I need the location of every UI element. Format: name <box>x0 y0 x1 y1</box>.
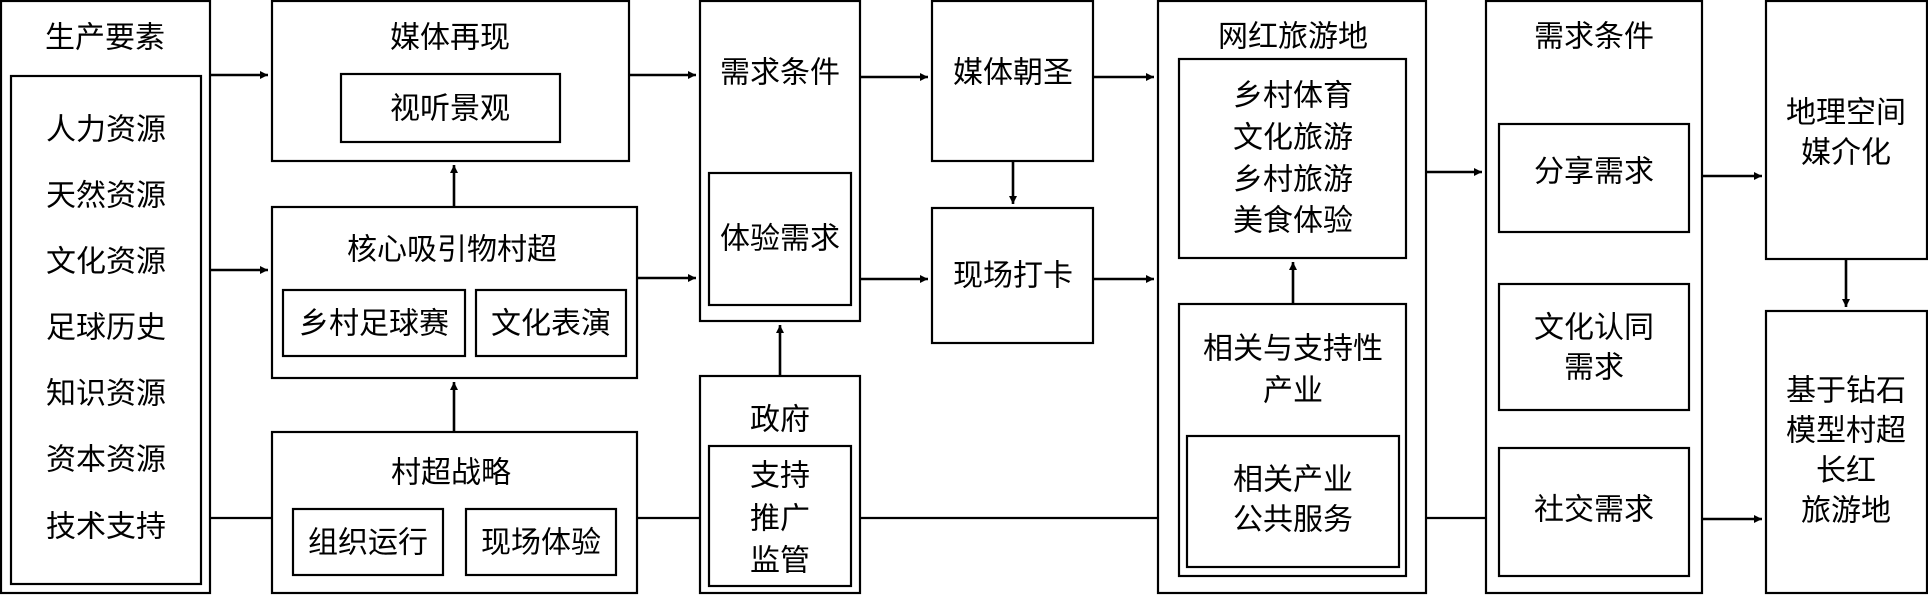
factor-item: 人力资源 <box>46 113 166 148</box>
tourism-type-item: 乡村体育 <box>1233 79 1353 114</box>
final-destination-line: 模型村超 <box>1786 414 1906 449</box>
media-pilgrimage-group: 媒体朝圣 <box>930 0 1095 163</box>
cultural-identity-line: 需求 <box>1564 351 1624 386</box>
social-demand-box <box>1497 446 1691 578</box>
final-destination-box <box>1764 309 1928 595</box>
cultural-identity-box <box>1497 282 1691 412</box>
related-services-box <box>1185 434 1401 569</box>
related-services-line: 相关产业 <box>1233 463 1353 498</box>
audiovisual-landscape-label: 视听景观 <box>390 92 510 127</box>
sharing-demand-box <box>1497 122 1691 234</box>
organization-operation-label: 组织运行 <box>308 526 428 561</box>
government-role: 监管 <box>750 544 810 579</box>
production-factors-group: 生产要素 人力资源 天然资源 文化资源 足球历史 知识资源 资本资源 技术支持 <box>0 0 212 595</box>
related-industries-title-line: 产业 <box>1263 374 1323 409</box>
rural-football-label: 乡村足球赛 <box>299 307 449 342</box>
experience-demand-box <box>707 171 853 307</box>
geo-mediatization-box <box>1764 0 1928 261</box>
government-role: 推广 <box>750 502 810 537</box>
cultural-performance-label: 文化表演 <box>491 307 611 342</box>
production-factors-list-box <box>9 74 203 586</box>
factor-item: 知识资源 <box>46 377 166 412</box>
tourism-type-item: 文化旅游 <box>1233 121 1353 156</box>
factor-item: 资本资源 <box>46 443 166 478</box>
final-destination-line: 长红 <box>1816 454 1876 489</box>
geo-mediatization-line: 地理空间 <box>1786 96 1906 131</box>
tourism-type-item: 乡村旅游 <box>1233 163 1353 198</box>
demand-conditions-2-title: 需求条件 <box>1534 20 1654 55</box>
on-site-checkin-group: 现场打卡 <box>930 206 1095 345</box>
geo-mediatization-group: 地理空间 媒介化 <box>1764 0 1928 261</box>
organization-operation-box <box>291 507 445 577</box>
internet-famous-group: 网红旅游地 乡村体育 文化旅游 乡村旅游 美食体验 相关与支持性 产业 相关产业… <box>1156 0 1428 595</box>
factor-item: 足球历史 <box>46 311 166 346</box>
government-roles-box <box>707 444 853 588</box>
on-site-checkin-box <box>930 206 1095 345</box>
geo-mediatization-line: 媒介化 <box>1801 136 1891 171</box>
media-representation-title: 媒体再现 <box>390 21 510 56</box>
strategy-title: 村超战略 <box>391 456 511 491</box>
factor-item: 文化资源 <box>46 245 166 280</box>
factor-item: 技术支持 <box>46 510 166 545</box>
media-pilgrimage-label: 媒体朝圣 <box>953 56 1073 91</box>
audiovisual-landscape-box <box>339 72 562 144</box>
social-demand-label: 社交需求 <box>1534 493 1654 528</box>
cultural-performance-box <box>474 288 628 358</box>
final-destination-line: 旅游地 <box>1801 494 1891 529</box>
on-site-checkin-label: 现场打卡 <box>953 259 1073 294</box>
government-title: 政府 <box>750 403 810 438</box>
internet-famous-title: 网红旅游地 <box>1218 20 1368 55</box>
cultural-identity-line: 文化认同 <box>1534 311 1654 346</box>
core-attraction-title: 核心吸引物村超 <box>347 233 557 268</box>
sharing-demand-label: 分享需求 <box>1534 155 1654 190</box>
related-industries-title-line: 相关与支持性 <box>1203 332 1383 367</box>
production-factors-title: 生产要素 <box>45 21 165 56</box>
demand-conditions-1-title: 需求条件 <box>720 56 840 91</box>
rural-football-box <box>281 288 467 358</box>
media-pilgrimage-box <box>930 0 1095 163</box>
on-site-experience-box <box>464 507 618 577</box>
factor-item: 天然资源 <box>46 179 166 214</box>
government-role: 支持 <box>750 459 810 494</box>
tourism-types-box <box>1177 57 1408 260</box>
on-site-experience-label: 现场体验 <box>481 526 601 561</box>
final-destination-group: 基于钻石 模型村超 长红 旅游地 <box>1764 309 1928 595</box>
experience-demand-label: 体验需求 <box>720 222 840 257</box>
demand-conditions-2-group: 需求条件 分享需求 文化认同 需求 社交需求 <box>1484 0 1704 595</box>
final-destination-line: 基于钻石 <box>1786 374 1906 409</box>
demand-conditions-1-group: 需求条件 体验需求 <box>698 0 862 323</box>
related-services-line: 公共服务 <box>1233 503 1353 538</box>
government-group: 政府 支持 推广 监管 <box>698 374 862 595</box>
media-representation-group: 媒体再现 视听景观 <box>270 0 631 163</box>
strategy-group: 村超战略 组织运行 现场体验 <box>270 430 639 595</box>
connectors <box>210 71 1850 523</box>
core-attraction-group: 核心吸引物村超 乡村足球赛 文化表演 <box>270 205 639 380</box>
tourism-type-item: 美食体验 <box>1233 204 1353 239</box>
